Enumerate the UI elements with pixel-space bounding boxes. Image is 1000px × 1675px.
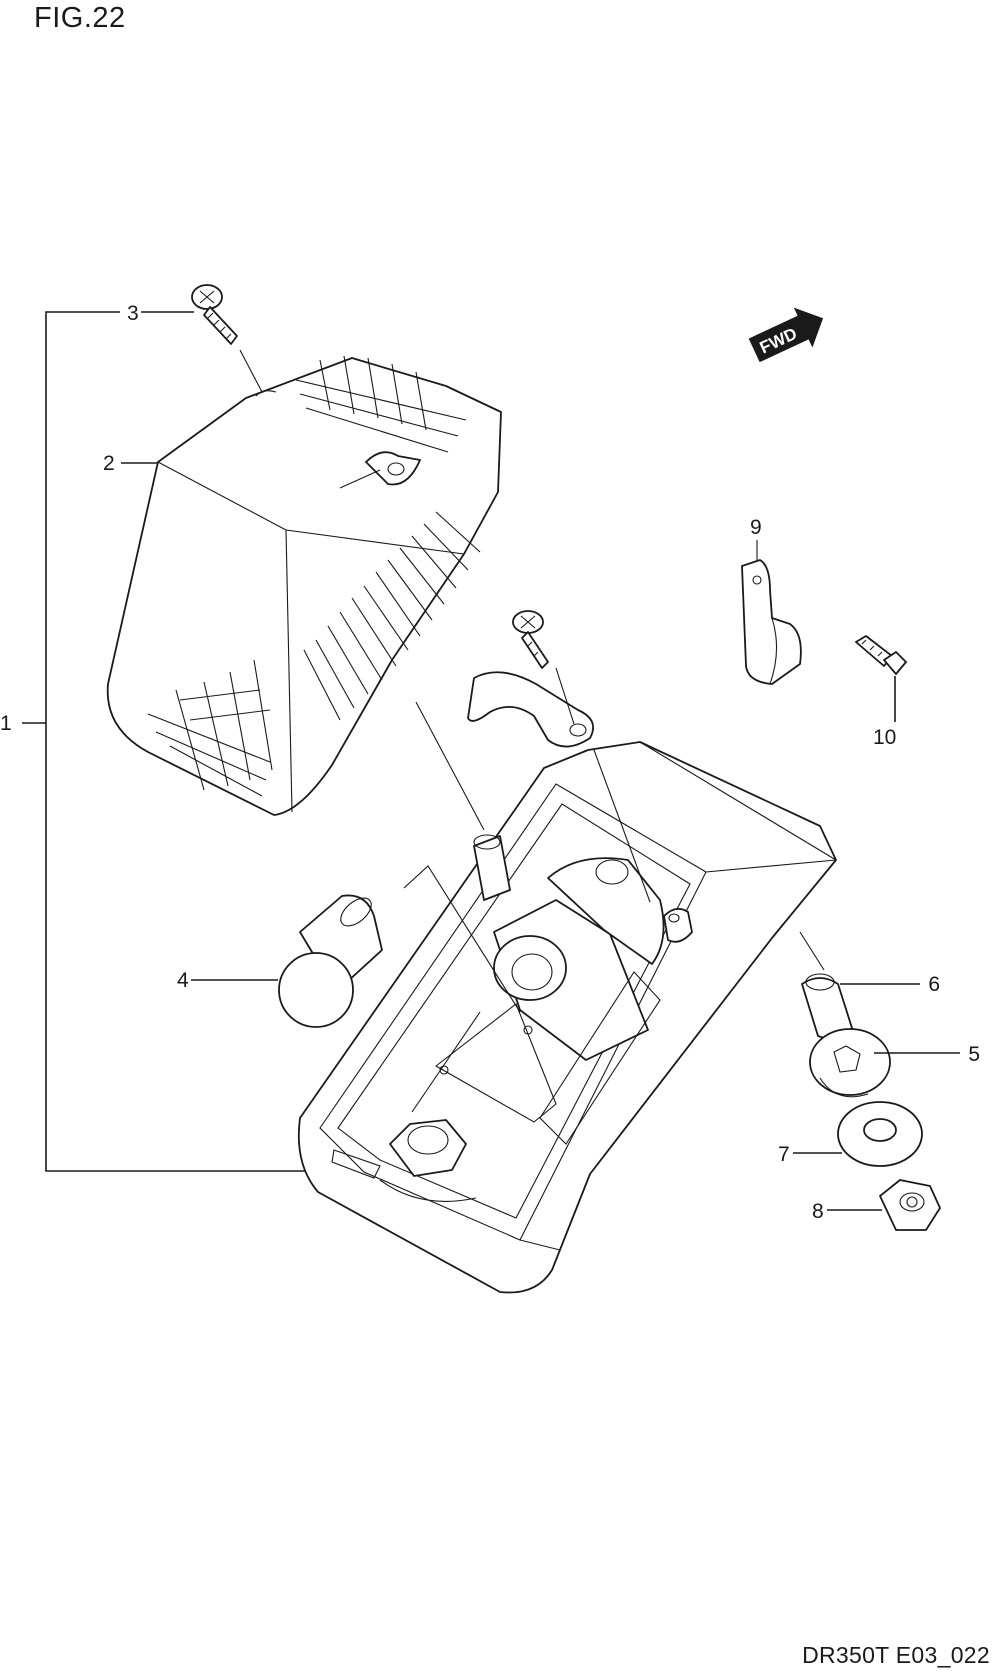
bulb — [278, 894, 383, 1028]
flange-bolt — [809, 1028, 891, 1098]
assembly-bracket — [22, 311, 310, 1172]
callout-7: 7 — [778, 1143, 790, 1166]
figure-title: FIG.22 — [34, 2, 126, 34]
fwd-arrow-icon: FWD — [748, 307, 824, 363]
callout-2: 2 — [103, 452, 115, 475]
callout-5: 5 — [968, 1043, 980, 1066]
clamp-bracket — [467, 671, 594, 748]
lens — [106, 355, 502, 816]
drawing-code: DR350T E03_022 — [802, 1642, 990, 1668]
callout-labels: 1 2 3 4 5 6 7 8 9 10 — [0, 302, 980, 1223]
hex-nut — [879, 1179, 941, 1231]
callout-6: 6 — [928, 973, 940, 996]
callout-9: 9 — [750, 516, 762, 539]
clamp-screw — [512, 610, 549, 669]
leader-lines — [121, 311, 960, 1211]
callout-1: 1 — [0, 712, 12, 735]
lamp-housing — [297, 741, 837, 1294]
terminal-clip — [741, 540, 802, 685]
small-bolt — [855, 635, 907, 722]
spacer-collar — [801, 973, 853, 1040]
callout-3: 3 — [127, 302, 139, 325]
callout-4: 4 — [177, 969, 189, 992]
assembly-guide-lines — [403, 667, 825, 1013]
washer — [837, 1101, 923, 1167]
callout-10: 10 — [873, 726, 896, 749]
lens-screw — [191, 284, 263, 393]
callout-8: 8 — [812, 1200, 824, 1223]
